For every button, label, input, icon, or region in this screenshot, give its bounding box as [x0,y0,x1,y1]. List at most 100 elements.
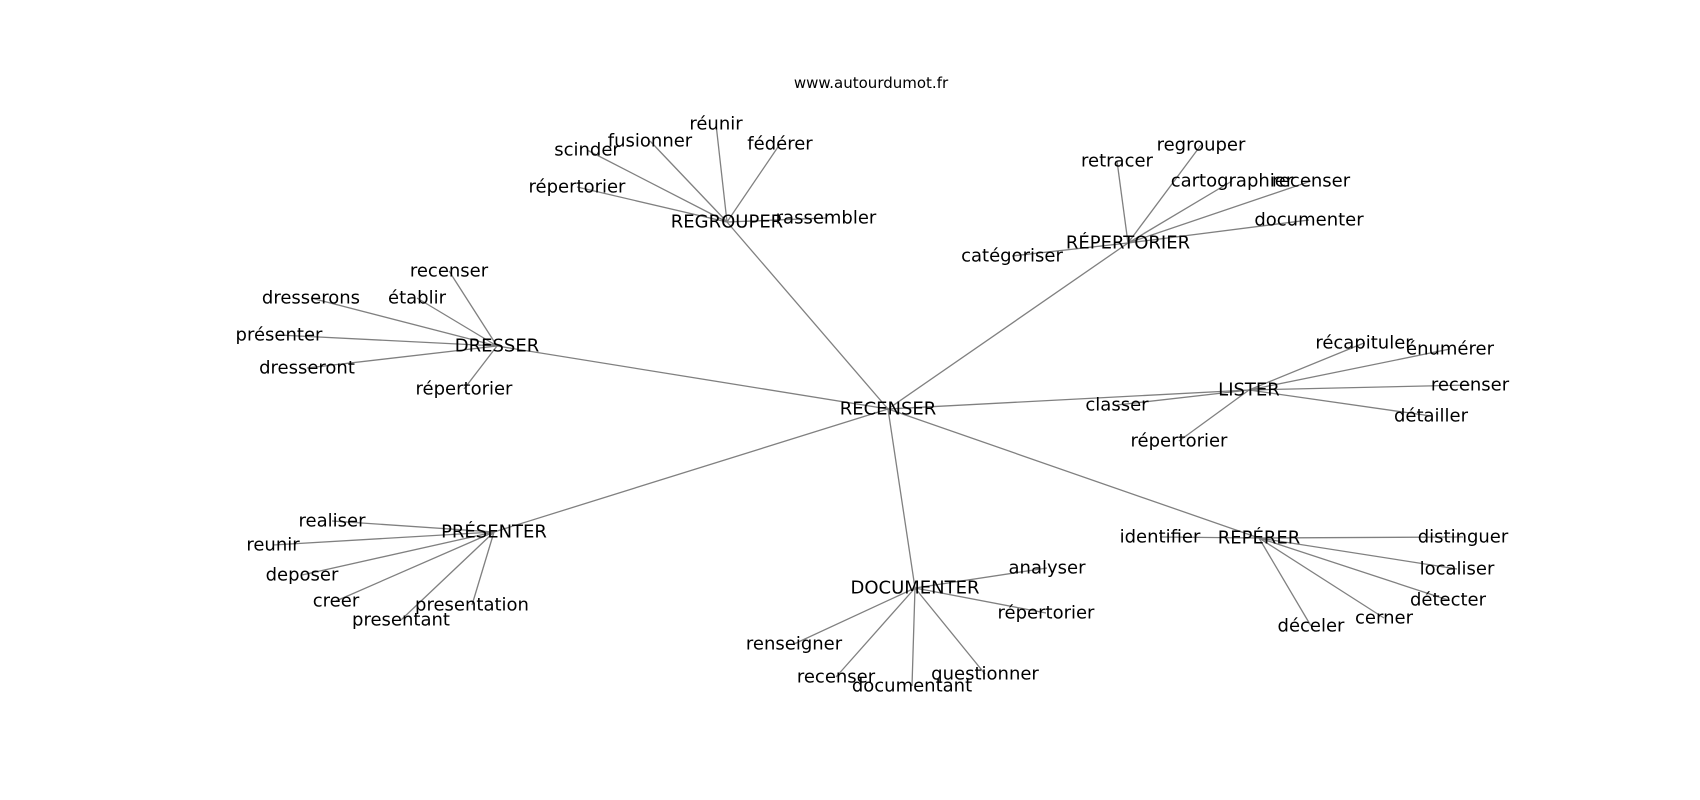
edge-hub-leaf [1116,160,1129,244]
leaf-node-label: catégoriser [961,246,1063,267]
leaf-node-label: établir [388,288,447,309]
leaf-node-label: recenser [1272,171,1351,192]
leaf-node-label: répertorier [416,379,514,400]
edge-hub-leaf [726,143,781,223]
edge-hub-leaf [331,520,495,533]
edge-root-hub [496,345,889,410]
edge-root-hub [726,221,889,410]
edge-hub-leaf [911,587,916,687]
hub-node-label: DRESSER [455,336,539,357]
edge-root-hub [887,242,1129,410]
edge-hub-leaf [1258,537,1449,601]
leaf-node-label: creer [313,591,360,612]
edge-hub-leaf [1116,389,1250,406]
leaf-node-label: déceler [1278,616,1346,637]
edge-root-hub [887,408,1260,539]
leaf-node-label: rassembler [776,208,877,229]
leaf-node-label: documentant [852,676,972,697]
edge-hub-leaf [576,186,728,223]
edge-hub-leaf [448,270,498,347]
leaf-node-label: détailler [1394,406,1469,427]
leaf-node-label: documenter [1254,210,1364,231]
leaf-node-label: classer [1085,395,1149,416]
leaf-node-label: cerner [1355,608,1414,629]
edge-hub-leaf [306,345,498,369]
leaf-node-label: distinguer [1418,527,1509,548]
source-label: www.autourdumot.fr [794,74,949,92]
leaf-node-label: recenser [410,261,489,282]
leaf-node-label: répertorier [529,177,627,198]
root-node-label: RECENSER [840,399,937,420]
edge-hub-leaf [463,345,498,390]
hub-node-label: RÉPERTORIER [1066,232,1190,254]
edge-hub-leaf [1258,537,1312,627]
node-labels: RECENSER REGROUPER répertorier scinderfusio… [236,114,1510,697]
edge-hub-leaf [914,587,986,675]
leaf-node-label: renseigner [746,634,843,655]
leaf-node-label: dresserons [262,288,360,309]
hub-node-label: REPÉRER [1218,527,1301,549]
edge-hub-leaf [1011,242,1129,257]
leaf-node-label: fédérer [747,134,813,155]
leaf-node-label: identifier [1120,527,1201,548]
edge-root-hub [887,389,1250,410]
edge-hub-leaf [1127,144,1202,244]
edge-hub-leaf [586,149,728,223]
leaf-node-label: réunir [689,114,743,135]
edge-root-hub [493,408,889,533]
leaf-node-label: recenser [1431,375,1510,396]
edge-hub-leaf [1258,537,1385,619]
leaf-node-label: retracer [1081,151,1154,172]
edge-hub-leaf [400,531,495,621]
leaf-node-label: deposer [266,565,339,586]
edge-hub-leaf [715,123,728,223]
leaf-node-label: récapituler [1315,333,1413,354]
leaf-node-label: presentation [415,595,529,616]
edge-hub-leaf [1258,537,1458,570]
edge-hub-leaf [1248,348,1451,391]
edge-hub-leaf [726,217,827,223]
leaf-node-label: répertorier [998,603,1096,624]
edge-hub-leaf [1248,384,1471,391]
leaf-node-label: realiser [299,511,367,532]
edge-hub-leaf [272,531,495,546]
edge-hub-leaf [1258,536,1464,539]
leaf-node-label: détecter [1410,590,1487,611]
edge-hub-leaf [310,297,498,347]
edge-hub-leaf [1159,536,1260,539]
leaf-node-label: localiser [1420,559,1495,580]
edge-hub-leaf [793,587,916,645]
edge-hub-leaf [1248,342,1365,391]
leaf-node-label: questionner [931,664,1039,685]
leaf-node-label: dresseront [259,358,355,379]
edge-hub-leaf [471,531,495,606]
hub-node-label: DOCUMENTER [850,578,979,599]
leaf-node-label: répertorier [1131,431,1229,452]
edge-hub-leaf [914,567,1048,589]
hub-node-label: PRÉSENTER [441,521,547,543]
leaf-node-label: présenter [236,325,323,346]
edge-hub-leaf [835,587,916,678]
edge-hub-leaf [416,297,498,347]
edge-hub-leaf [914,587,1047,614]
leaf-node-label: regrouper [1157,135,1246,156]
leaf-node-label: reunir [246,535,300,556]
leaf-node-label: fusionner [608,131,693,152]
leaf-node-label: analyser [1009,558,1087,579]
hub-node-label: REGROUPER [671,212,783,233]
edge-hub-leaf [1127,219,1310,244]
edge-hub-leaf [1178,389,1250,442]
leaf-node-label: cartographier [1171,171,1294,192]
leaf-node-label: presentant [352,610,450,631]
edge-hub-leaf [1127,180,1233,244]
leaf-node-label: scinder [554,140,620,161]
leaf-node-label: recenser [797,667,876,688]
hub-node-label: LISTER [1218,380,1280,401]
leaf-node-label: énumérer [1406,339,1495,360]
edge-hub-leaf [649,140,728,223]
edge-hub-leaf [278,334,498,347]
edge-hub-leaf [1127,180,1312,244]
edge-root-hub [887,408,916,589]
edges [272,123,1471,687]
